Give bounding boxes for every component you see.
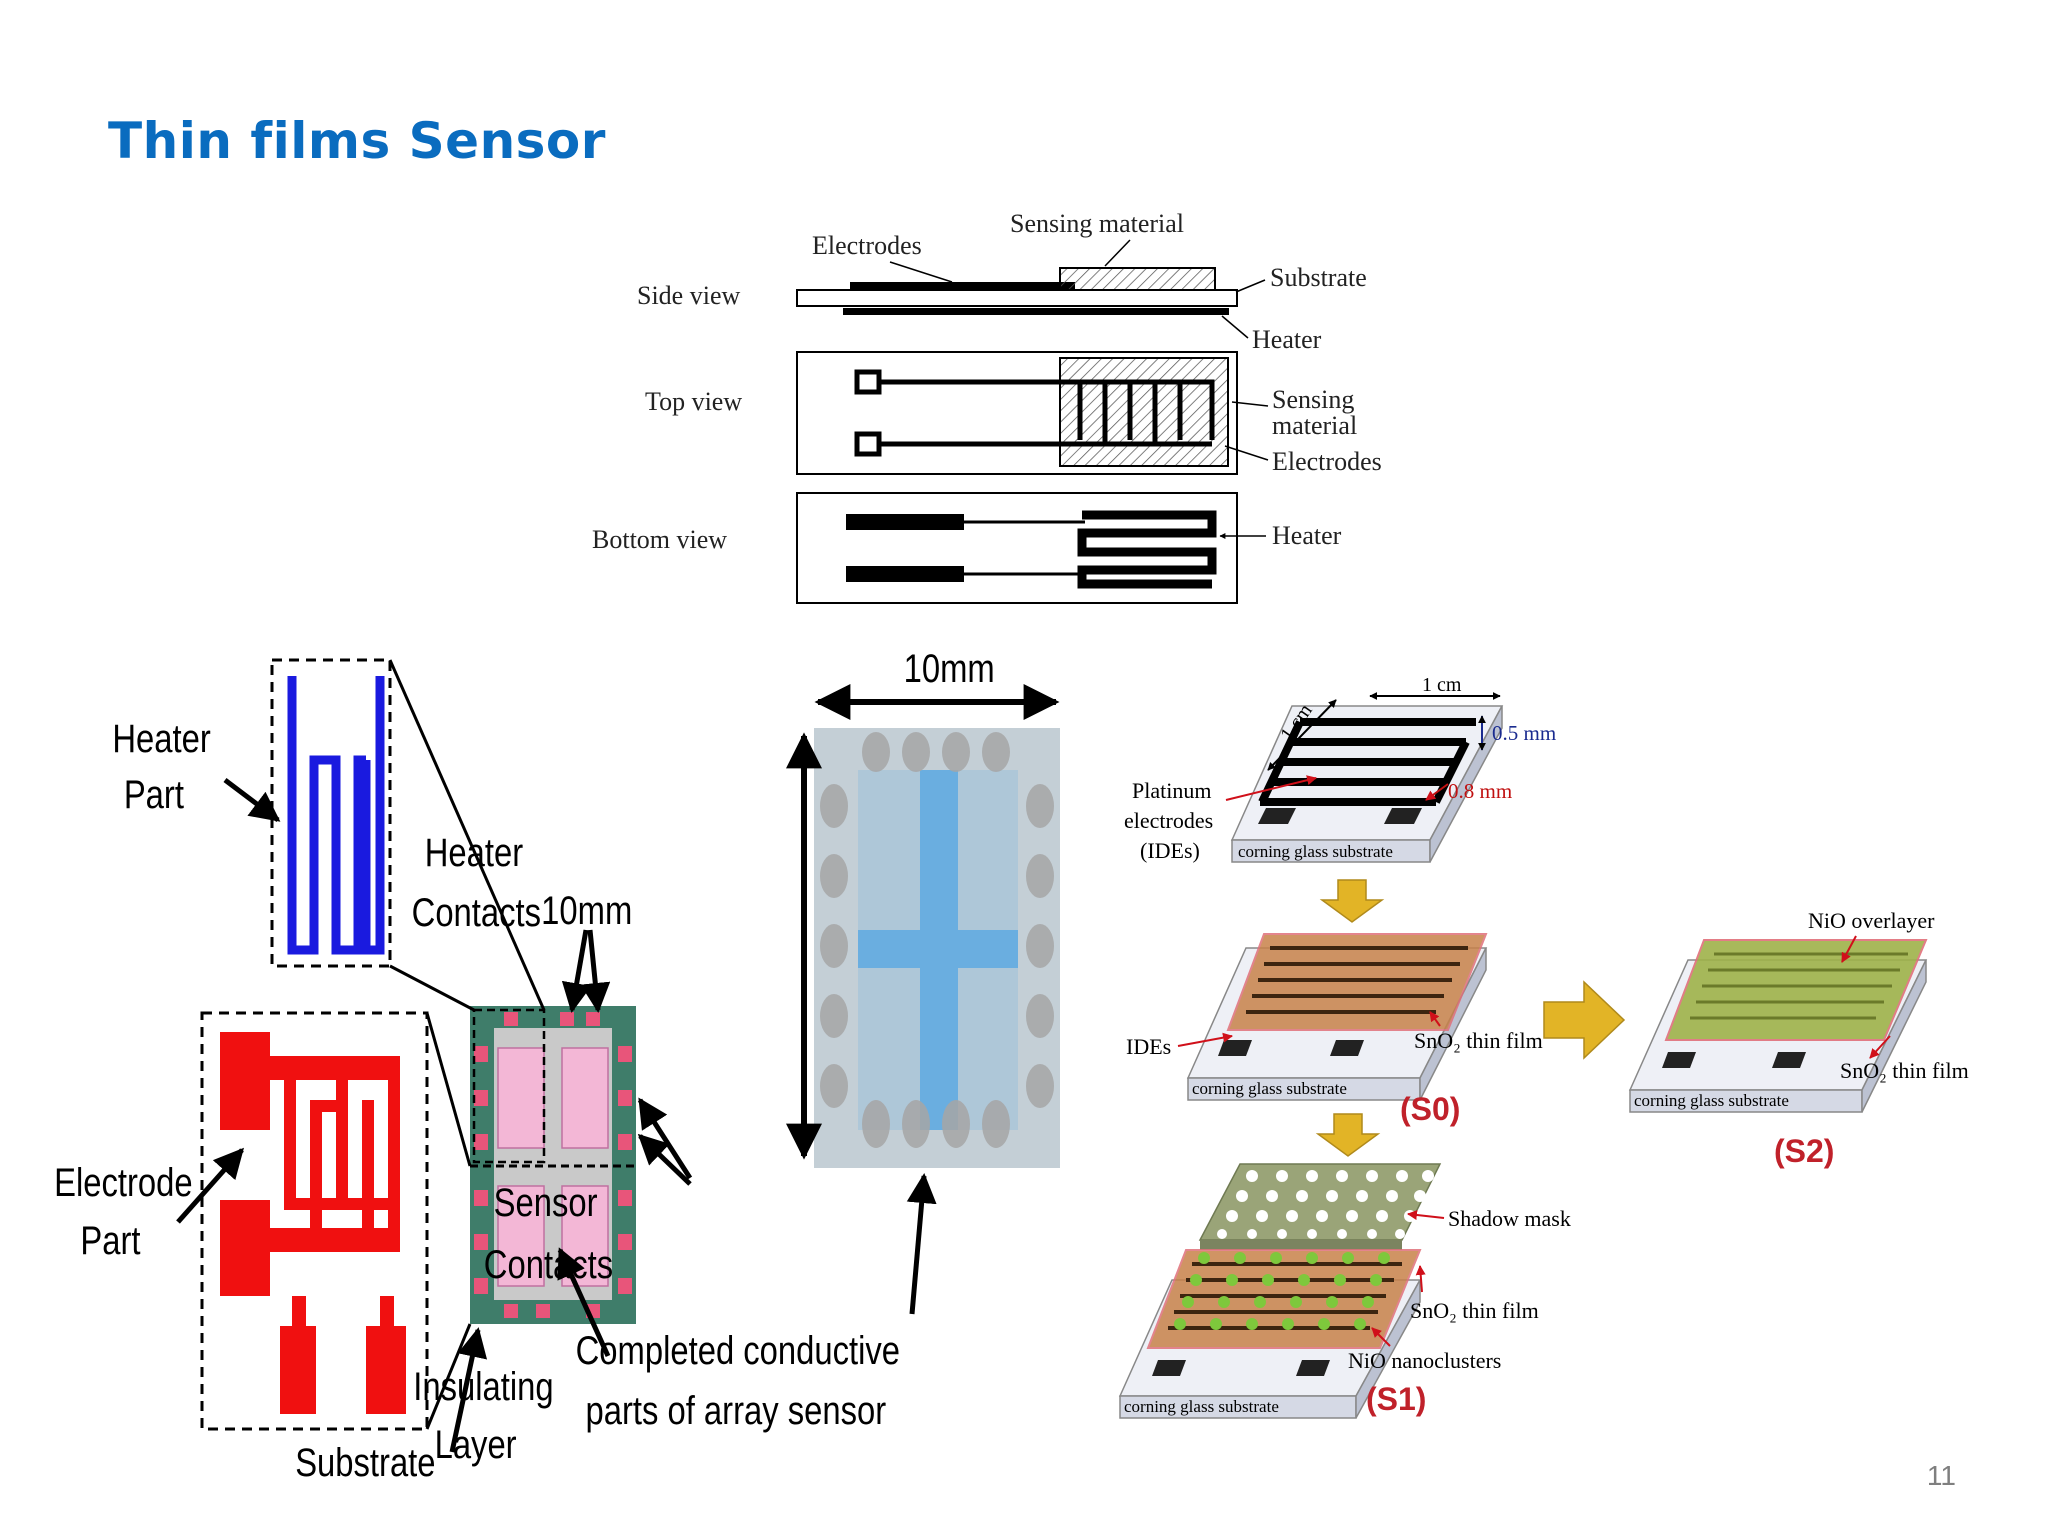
label-ides: IDEs (1126, 1034, 1171, 1059)
label-sensing-material-top-2: material (1272, 411, 1357, 440)
label-side-view: Side view (637, 281, 740, 310)
label-s0: (S0) (1400, 1091, 1460, 1127)
s2-stage: corning glass substrate NiO overlayer Sn… (1628, 908, 1969, 1169)
page-number: 11 (1926, 1460, 1956, 1491)
label-top-view: Top view (645, 387, 742, 416)
label-sno2-s1: SnO₂ thin film (1410, 1298, 1539, 1323)
label-height-10mm: 10mm (541, 888, 632, 933)
label-heater-part-1: Heater (112, 716, 210, 761)
label-bottom-view: Bottom view (592, 525, 727, 554)
label-1cm-top: 1 cm (1422, 674, 1462, 696)
label-heater-contacts-1: Heater (425, 830, 523, 875)
label-insulating-layer-1: Insulating (413, 1364, 553, 1409)
label-sensing-material-top-1: Sensing (1272, 385, 1354, 414)
label-sensor-contacts-2: Contacts (484, 1242, 613, 1287)
label-substrate: Substrate (1270, 263, 1367, 292)
shadow-mask: Shadow mask (1198, 1163, 1571, 1250)
s1-stage: corning glass substrate SnO₂ thin film N… (1118, 1249, 1539, 1419)
label-electrodes-top: Electrodes (1272, 447, 1382, 476)
label-sensor-contacts-1: Sensor (494, 1180, 598, 1225)
caption-line-1: Completed conductive (576, 1328, 900, 1373)
label-platinum-1: Platinum (1132, 778, 1211, 803)
arrow-right (1543, 980, 1626, 1060)
label-corning-glass-4: corning glass substrate (1124, 1397, 1279, 1416)
photo-panel: 10mm 10mm Completed conductive parts of … (541, 646, 1060, 1433)
label-corning-glass-1: corning glass substrate (1238, 842, 1393, 861)
label-insulating-layer-2: Layer (435, 1422, 517, 1467)
label-nio-overlayer: NiO overlayer (1808, 908, 1935, 933)
label-electrode-part-2: Part (80, 1218, 140, 1263)
label-electrode-part-1: Electrode (54, 1160, 193, 1205)
label-08mm: 0.8 mm (1448, 779, 1512, 803)
label-05mm: 0.5 mm (1492, 721, 1556, 745)
label-heater-part-2: Part (124, 772, 184, 817)
process-diagram: corning glass substrate 1 cm 1 cm 0.5 mm… (1118, 674, 1969, 1419)
label-substrate-array: Substrate (295, 1440, 435, 1485)
electrode-pattern (220, 1032, 406, 1414)
side-substrate (796, 289, 1238, 307)
array-diagram: Heater Part Electrode Part Heater Contac… (54, 658, 693, 1485)
ide-substrate-stage: corning glass substrate 1 cm 1 cm 0.5 mm… (1124, 674, 1556, 863)
side-electrode (850, 282, 1075, 290)
label-s2: (S2) (1774, 1133, 1834, 1169)
label-s1: (S1) (1366, 1381, 1426, 1417)
label-sno2-s2: SnO₂ thin film (1840, 1058, 1969, 1083)
label-heater: Heater (1252, 325, 1322, 354)
label-corning-glass-3: corning glass substrate (1634, 1091, 1789, 1110)
label-width-10mm: 10mm (904, 646, 995, 691)
label-shadow-mask: Shadow mask (1448, 1206, 1571, 1231)
label-heater-contacts-2: Contacts (412, 890, 541, 935)
top-sensing-area (1059, 357, 1229, 467)
label-sensing-material: Sensing material (1010, 209, 1184, 238)
views-diagram: Side view Electrodes Sensing material Su… (592, 209, 1382, 604)
slide-title: Thin films Sensor (108, 112, 606, 170)
label-sno2-s0: SnO₂ thin film (1414, 1028, 1543, 1053)
label-electrodes: Electrodes (812, 231, 922, 260)
arrow-down-1 (1319, 879, 1385, 923)
heater-serpentine (287, 676, 385, 955)
side-sensing-material (1059, 267, 1216, 291)
label-nio-nanoclusters: NiO nanoclusters (1348, 1348, 1501, 1373)
caption-line-2: parts of array sensor (585, 1388, 886, 1433)
s0-stage: corning glass substrate IDEs SnO₂ thin f… (1126, 933, 1543, 1127)
label-corning-glass-2: corning glass substrate (1192, 1079, 1347, 1098)
side-heater (843, 308, 1229, 315)
label-platinum-2: electrodes (1124, 808, 1213, 833)
arrow-down-2 (1315, 1113, 1381, 1157)
label-heater-bottom: Heater (1272, 521, 1342, 550)
label-platinum-3: (IDEs) (1140, 838, 1200, 863)
